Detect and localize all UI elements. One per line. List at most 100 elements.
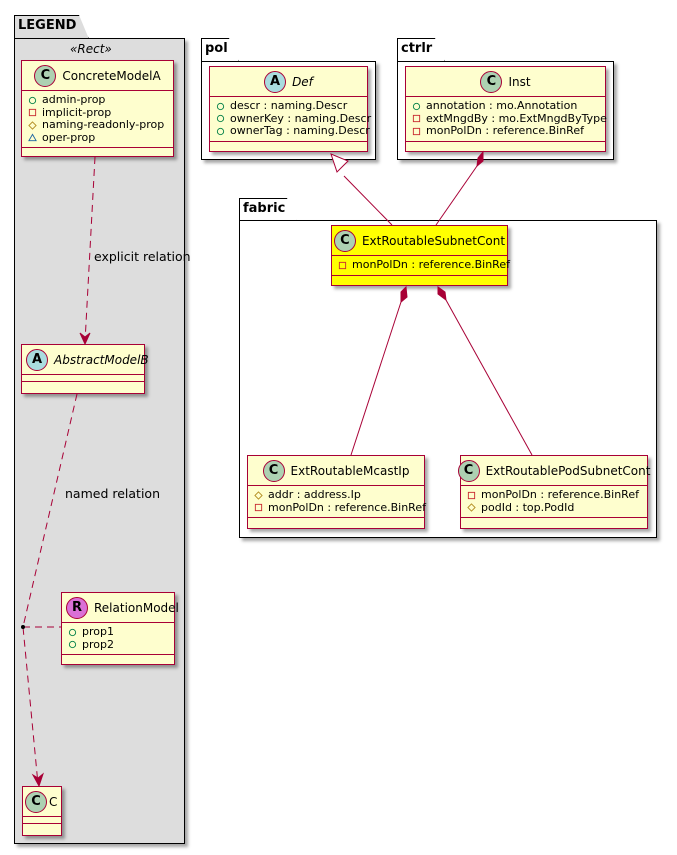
operations-compartment: [248, 518, 424, 526]
class-badge-icon: C: [262, 459, 285, 482]
attribute-text: descr : naming.Descr: [230, 99, 348, 112]
protected-diamond-icon: [467, 503, 476, 512]
class-ext-routable-mcast-ip[interactable]: C ExtRoutableMcastIp addr : address.Ip m…: [247, 455, 426, 529]
legend-package-tab: LEGEND: [14, 15, 89, 39]
operations-compartment: [406, 142, 605, 150]
class-badge-icon: C: [457, 459, 480, 482]
private-square-icon: [412, 127, 421, 136]
edge-label-named-relation: named relation: [65, 486, 160, 501]
attribute-text: ownerTag : naming.Descr: [230, 124, 370, 137]
attribute-list: prop1 prop2: [62, 623, 174, 655]
class-name: ExtRoutablePodSubnetCont: [485, 463, 651, 478]
protected-diamond-icon: [254, 491, 263, 500]
private-square-icon: [412, 114, 421, 123]
class-header: C ExtRoutableMcastIp: [248, 456, 424, 486]
class-header: C C: [23, 787, 61, 817]
pol-package-tab: pol: [201, 38, 239, 62]
operations-compartment: [461, 518, 647, 526]
attribute-list: [22, 375, 144, 382]
attribute-list: descr : naming.Descr ownerKey : naming.D…: [210, 97, 371, 142]
abstract-badge-icon: A: [264, 70, 287, 93]
edge-label-explicit-relation: explicit relation: [94, 249, 191, 264]
public-circle-icon: [68, 640, 77, 649]
attribute-text: naming-readonly-prop: [42, 118, 165, 131]
operations-compartment: [22, 148, 173, 156]
attribute-text: addr : address.Ip: [268, 488, 361, 501]
attribute-list: annotation : mo.Annotation extMngdBy : m…: [406, 97, 607, 142]
class-name: C: [49, 794, 58, 809]
attribute: admin-prop: [28, 93, 167, 107]
attribute-text: prop2: [82, 637, 114, 651]
operations-compartment: [22, 382, 144, 390]
class-header: A AbstractModelB: [22, 345, 149, 375]
attribute-list: addr : address.Ip monPolDn : reference.B…: [248, 486, 426, 518]
public-circle-icon: [68, 628, 77, 637]
class-header: C Inst: [406, 67, 605, 97]
class-abstract-model-b[interactable]: A AbstractModelB: [21, 344, 149, 394]
ctrlr-package-name: ctrlr: [401, 41, 433, 56]
attribute: ownerTag : naming.Descr: [216, 124, 370, 138]
attribute-text: podId : top.PodId: [481, 500, 575, 514]
attribute-text: monPolDn : reference.BinRef: [481, 488, 639, 501]
attribute: prop2: [68, 637, 168, 652]
operations-compartment: [332, 276, 507, 284]
public-circle-icon: [216, 127, 225, 136]
package-triangle-icon: [28, 133, 37, 142]
private-square-icon: [467, 491, 476, 500]
class-badge-icon: C: [480, 70, 503, 93]
class-name: ConcreteModelA: [62, 68, 161, 83]
class-c[interactable]: C C: [22, 786, 62, 836]
attribute-text: implicit-prop: [42, 105, 112, 119]
class-ext-routable-subnet-cont[interactable]: C ExtRoutableSubnetCont monPolDn : refer…: [331, 225, 510, 286]
attribute: naming-readonly-prop: [28, 118, 167, 132]
fabric-package-name: fabric: [243, 201, 286, 216]
attribute-text: oper-prop: [42, 130, 96, 144]
public-circle-icon: [216, 114, 225, 123]
attribute: implicit-prop: [28, 105, 167, 120]
legend-package-name: LEGEND: [18, 18, 77, 33]
relation-badge-icon: R: [66, 596, 88, 619]
class-name: Def: [292, 74, 313, 89]
attribute: addr : address.Ip: [254, 488, 418, 502]
attribute-text: prop1: [82, 625, 114, 638]
attribute: annotation : mo.Annotation: [412, 99, 599, 113]
attribute-text: monPolDn : reference.BinRef: [352, 258, 510, 271]
attribute-list: monPolDn : reference.BinRef: [332, 256, 510, 276]
attribute-text: extMngdBy : mo.ExtMngdByType: [426, 111, 607, 125]
attribute: monPolDn : reference.BinRef: [412, 124, 599, 138]
attribute-text: monPolDn : reference.BinRef: [268, 500, 426, 514]
attribute: monPolDn : reference.BinRef: [467, 488, 641, 502]
public-circle-icon: [216, 102, 225, 111]
class-header: C ExtRoutablePodSubnetCont: [457, 456, 650, 486]
class-ext-routable-pod-subnet-cont[interactable]: C ExtRoutablePodSubnetCont monPolDn : re…: [457, 455, 650, 529]
attribute: monPolDn : reference.BinRef: [254, 501, 426, 515]
generalization-edge: [343, 175, 393, 226]
class-inst[interactable]: C Inst annotation : mo.Annotation extMng…: [405, 66, 607, 152]
class-header: R RelationModel: [62, 593, 179, 623]
fabric-package-tab: fabric: [239, 198, 297, 222]
attribute-text: admin-prop: [42, 93, 106, 106]
attribute-list: [23, 817, 61, 824]
class-concrete-model-a[interactable]: C ConcreteModelA admin-prop implicit-pro…: [21, 60, 174, 157]
public-circle-icon: [28, 96, 37, 105]
attribute-text: ownerKey : naming.Descr: [230, 111, 372, 125]
legend-package-body: [14, 38, 185, 844]
class-name: ExtRoutableMcastIp: [290, 463, 410, 478]
attribute-text: annotation : mo.Annotation: [426, 99, 578, 112]
class-def[interactable]: A Def descr : naming.Descr ownerKey : na…: [209, 66, 371, 152]
attribute: podId : top.PodId: [467, 500, 641, 515]
attribute: oper-prop: [28, 130, 167, 145]
class-badge-icon: C: [25, 790, 47, 813]
private-square-icon: [338, 261, 347, 270]
attribute-list: admin-prop implicit-prop naming-readonly…: [22, 91, 173, 148]
class-name: Inst: [508, 74, 531, 89]
class-header: C ExtRoutableSubnetCont: [332, 226, 507, 256]
attribute: prop1: [68, 625, 168, 639]
attribute: extMngdBy : mo.ExtMngdByType: [412, 112, 607, 126]
private-square-icon: [28, 108, 37, 117]
protected-diamond-icon: [28, 121, 37, 130]
abstract-badge-icon: A: [26, 348, 48, 371]
class-header: C ConcreteModelA: [22, 61, 173, 91]
class-name: AbstractModelB: [54, 352, 149, 367]
class-relation-model[interactable]: R RelationModel prop1 prop2: [61, 592, 179, 665]
